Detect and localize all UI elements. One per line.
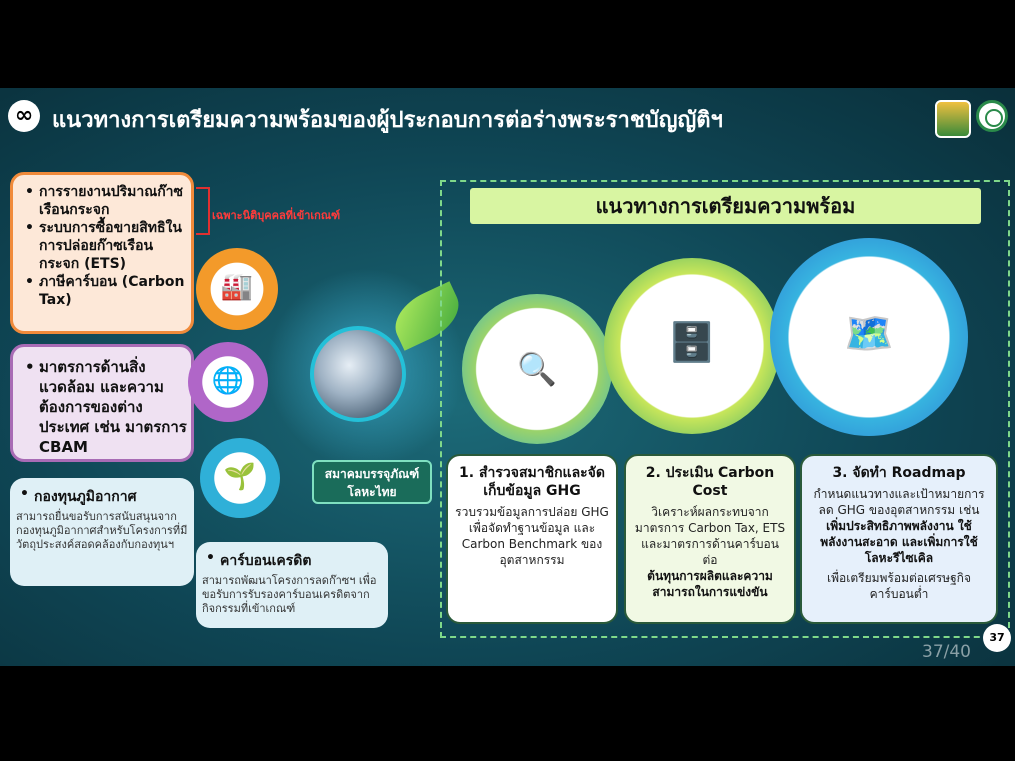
regulation-box: การรายงานปริมาณก๊าซเรือนกระจก ระบบการซื้… bbox=[10, 172, 194, 334]
data-analysis-icon: 🔍 bbox=[462, 294, 612, 444]
ribbon-icon: ∞ bbox=[8, 100, 40, 132]
metal-can-icon bbox=[310, 326, 406, 422]
climate-fund-box: กองทุนภูมิอากาศ สามารถยื่นขอรับการสนับสน… bbox=[10, 478, 194, 586]
step-body: วิเคราะห์ผลกระทบจากมาตรการ Carbon Tax, E… bbox=[634, 505, 786, 567]
step-body: กำหนดแนวทางและเป้าหมายการลด GHG ของอุตสา… bbox=[813, 487, 985, 517]
association-logo bbox=[976, 100, 1008, 132]
step-title: 3. จัดทำ Roadmap bbox=[832, 465, 966, 481]
factory-icon: 🏭 bbox=[196, 248, 278, 330]
step-card: 2. ประเมิน Carbon Cost วิเคราะห์ผลกระทบจ… bbox=[624, 454, 796, 624]
money-plant-icon: 🌱 bbox=[200, 438, 280, 518]
step-card: 1. สำรวจสมาชิกและจัดเก็บข้อมูล GHG รวบรว… bbox=[446, 454, 618, 624]
page-counter[interactable]: 37/40 bbox=[922, 642, 971, 662]
title-bar: ∞ แนวทางการเตรียมความพร้อมของผู้ประกอบกา… bbox=[0, 88, 1015, 146]
carbon-credit-box: คาร์บอนเครดิต สามารถพัฒนาโครงการลดก๊าซฯ … bbox=[196, 542, 388, 628]
step-highlight: ต้นทุนการผลิตและความสามารถในการแข่งขัน bbox=[647, 569, 773, 599]
association-label: สมาคมบรรจุภัณฑ์โลหะไทย bbox=[312, 460, 432, 504]
list-item: ระบบการซื้อขายสิทธิในการปล่อยก๊าซเรือนกร… bbox=[25, 219, 191, 273]
preparation-banner: แนวทางการเตรียมความพร้อม bbox=[470, 188, 981, 224]
step-tail: เพื่อเตรียมพร้อมต่อเศรษฐกิจคาร์บอนต่ำ bbox=[827, 571, 971, 601]
step-body: รวบรวมข้อมูลการปล่อย GHG เพื่อจัดทำฐานข้… bbox=[455, 505, 609, 567]
preparation-frame bbox=[440, 180, 1010, 638]
slide: ∞ แนวทางการเตรียมความพร้อมของผู้ประกอบกา… bbox=[0, 88, 1015, 666]
list-item: ภาษีคาร์บอน (Carbon Tax) bbox=[25, 273, 191, 309]
environment-box: มาตรการด้านสิ่งแวดล้อม และความต้องการของ… bbox=[10, 344, 194, 462]
roadmap-icon: 🗺️ bbox=[770, 238, 968, 436]
step-card: 3. จัดทำ Roadmap กำหนดแนวทางและเป้าหมายก… bbox=[800, 454, 998, 624]
step-title: 1. สำรวจสมาชิกและจัดเก็บข้อมูล GHG bbox=[459, 465, 605, 499]
step-title: 2. ประเมิน Carbon Cost bbox=[645, 465, 775, 499]
cloud-database-icon: 🗄️ bbox=[604, 258, 780, 434]
emblem-logo bbox=[935, 100, 971, 138]
credit-body: สามารถพัฒนาโครงการลดก๊าซฯ เพื่อขอรับการร… bbox=[202, 574, 377, 615]
credit-heading: คาร์บอนเครดิต bbox=[206, 550, 388, 572]
fund-body: สามารถยื่นขอรับการสนับสนุนจากกองทุนภูมิอ… bbox=[16, 510, 188, 551]
page-badge: 37 bbox=[983, 624, 1011, 652]
list-item: มาตรการด้านสิ่งแวดล้อม และความต้องการของ… bbox=[25, 357, 191, 457]
globe-icon: 🌐 bbox=[188, 342, 268, 422]
bracket bbox=[196, 187, 210, 235]
page-title: แนวทางการเตรียมความพร้อมของผู้ประกอบการต… bbox=[52, 108, 723, 133]
step-highlight: เพิ่มประสิทธิภาพพลังงาน ใช้พลังงานสะอาด … bbox=[820, 519, 978, 565]
list-item: การรายงานปริมาณก๊าซเรือนกระจก bbox=[25, 183, 191, 219]
scope-note: เฉพาะนิติบุคคลที่เข้าเกณฑ์ bbox=[212, 209, 341, 222]
fund-heading: กองทุนภูมิอากาศ bbox=[20, 486, 194, 508]
